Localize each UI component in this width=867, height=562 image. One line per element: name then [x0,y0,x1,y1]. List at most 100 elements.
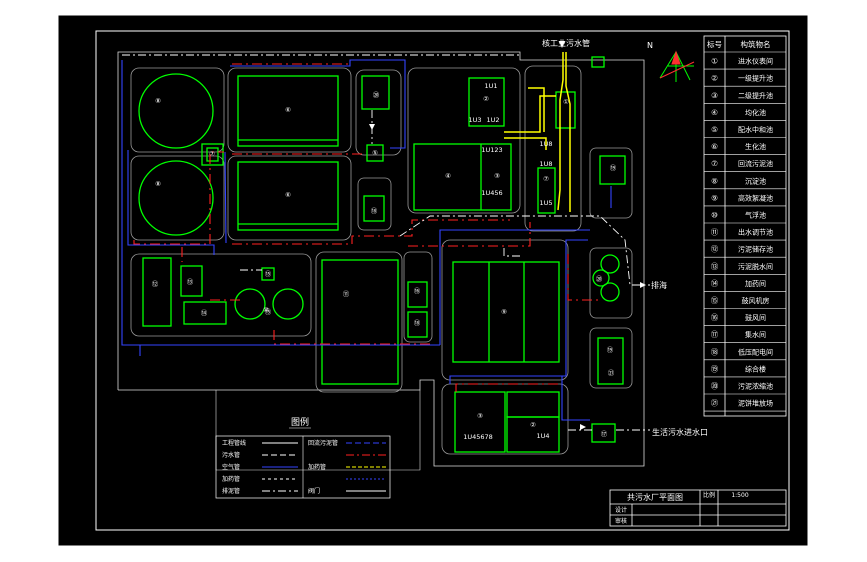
plan-label: 1U8 [539,160,552,168]
scale-value: 1:500 [731,492,748,499]
table-row-no: ⑲ [711,364,719,373]
legend-item-label: 空气管 [222,463,240,471]
plan-label: ⑧ [155,180,161,188]
plan-label: ⑮ [265,308,272,316]
table-row-name: 均化池 [745,108,766,117]
bio-tank-2 [237,161,339,231]
designer-label: 设计 [615,506,627,514]
plan-label: ⑥ [285,106,291,114]
plan-label: 1U2 [486,116,499,124]
table-row-name: 生化池 [745,142,766,151]
table-row-name: 低压配电间 [738,347,773,356]
table-row-no: ⑱ [711,347,719,356]
sludge-room-13 [142,257,172,327]
legend-item-label: 加药管 [222,475,240,483]
plan-label: ⑲ [610,164,617,172]
valve-box [591,56,605,68]
bldg-18 [363,195,385,222]
table-row-no: ① [711,57,718,66]
bldg-14 [183,301,227,325]
table-row-name: 出水调节池 [738,228,773,237]
primary-clarifier-1 [138,73,214,149]
regulating-tank-11 [321,259,399,385]
table-row-name: 污泥储存池 [738,245,773,254]
tank-b [272,288,304,320]
table-row-name: 一级提升池 [738,74,773,83]
plan-label: ㉑ [608,369,615,377]
table-row-name: 加药间 [745,279,766,288]
title-block [609,489,787,527]
table-row-no: ② [711,74,718,83]
bldg-15 [180,265,203,297]
unit-u1 [468,77,505,127]
legend-item-label: 工程管线 [222,439,246,447]
industrial-pipes [504,52,571,212]
industrial-pipe-label: 核工业污水管 [542,38,590,48]
legend: 图例 工程管线回流污泥管污水管空气管加药管加药管排泥管阀门 [215,416,391,499]
plan-label: 1U456 [481,189,502,197]
bldg-5b [261,267,275,281]
inlet-room [555,91,576,129]
plan-label: 1U3 [468,116,481,124]
site-boundary [117,51,645,467]
table-row-name: 鼓风间 [745,313,766,322]
table-row-no: ㉑ [711,399,719,408]
table-row-no: ⑰ [711,330,719,339]
plan-label: 1U4 [536,432,549,440]
lift-2b [506,416,560,453]
bldg-18b [407,311,428,338]
sump-17 [591,423,616,443]
plan-label: ⑱ [371,207,378,215]
plan-label: ⑳ [596,275,603,283]
table-row-name: 泥饼堆放场 [738,399,773,408]
drawing-frame [57,14,809,547]
plan-label: ⑯ [414,287,421,295]
lift-3 [454,391,506,453]
flow-arrows [369,41,646,430]
plan-label: ⑦ [543,175,549,183]
plan-label: ④ [445,172,451,180]
table-row-name: 鼓风机房 [742,296,770,305]
structures [138,56,626,453]
table-row-no: ⑮ [711,296,719,305]
table-row-name: 污泥浓缩池 [738,381,773,390]
table-row-no: ⑨ [711,193,718,202]
table-row-no: ⑦ [711,159,718,168]
bldg-20 [361,75,390,110]
tank-a [234,288,266,320]
plan-label: ② [483,95,489,103]
table-row-name: 二级提升池 [738,91,773,100]
plan-label: ② [530,421,536,429]
table-row-no: ④ [711,108,718,117]
plan-label: ⑲ [607,346,614,354]
legend-item-label: 加药管 [308,463,326,471]
table-row-name: 进水仪表间 [738,57,773,66]
plan-label: ⑧ [155,97,161,105]
bldg-19 [599,155,626,185]
equalization-tank [413,143,512,211]
primary-clarifier-2 [138,160,214,236]
legend-item-label: 阀门 [308,487,320,495]
plan-label: ③ [477,412,483,420]
inner-border [95,30,790,531]
legend-item-label: 回流污泥管 [308,439,338,447]
legend-item-label: 排泥管 [222,487,240,495]
table-row-no: ③ [711,91,718,100]
table-row-no: ⑪ [711,228,719,237]
plan-label: ⑩ [263,306,269,314]
plan-label: ③ [494,172,500,180]
sewage-inlet-label: 生活污水进水口 [652,427,708,437]
scale-label: 比例 [703,491,715,499]
table-row-name: 高效絮凝池 [738,193,773,202]
table-header-no: 标号 [707,39,722,49]
bio-tank-1 [237,75,339,147]
table-row-name: 综合楼 [745,364,766,373]
outfall-label: 排海 [651,280,667,290]
plan-label: 1U1 [484,82,497,90]
table-row-no: ⑬ [711,262,719,271]
plan-label: ⑦ [209,150,215,158]
table-row-no: ⑥ [711,142,718,151]
